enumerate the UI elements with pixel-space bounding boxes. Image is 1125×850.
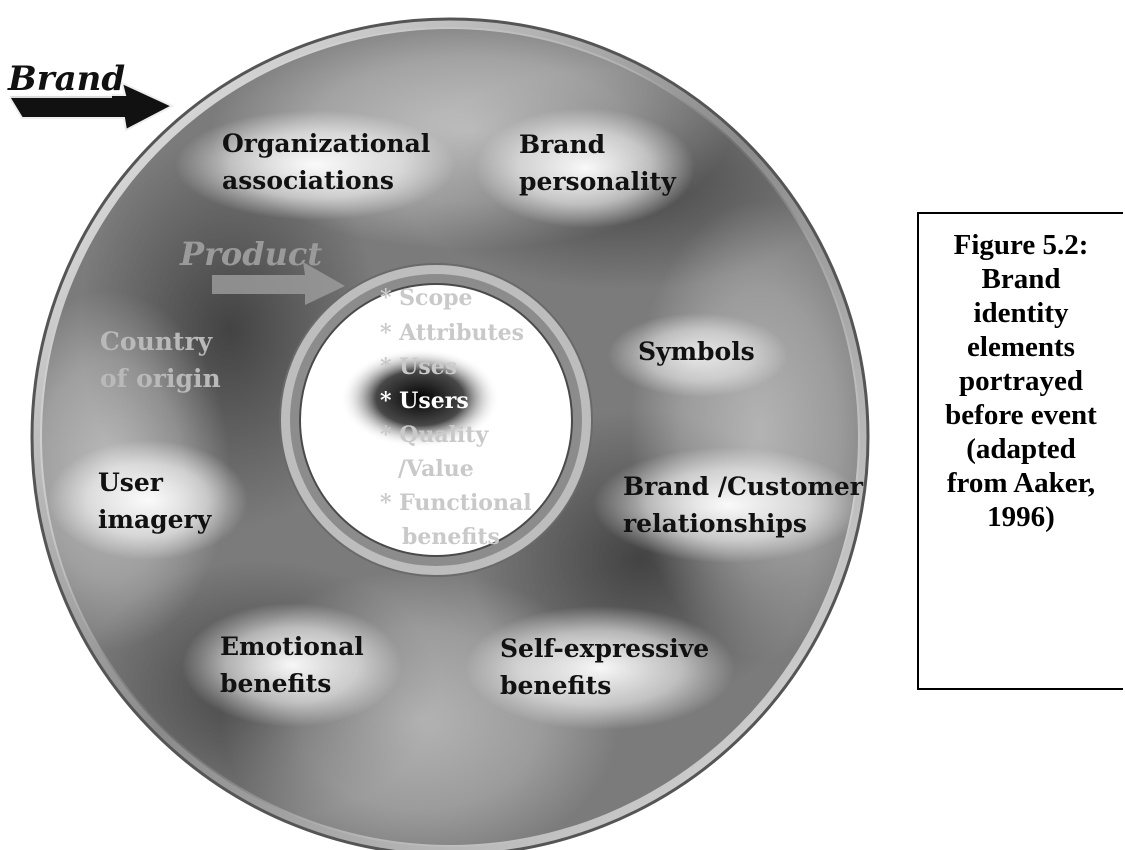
core-item: /Value <box>398 456 474 482</box>
core-item-highlight: * Users <box>380 388 469 414</box>
brand-arrow-label: Brand <box>7 59 125 99</box>
brand-identity-diagram: Brand Product Organizational association… <box>4 17 872 850</box>
label-organizational-associations: Organizational associations <box>222 129 439 195</box>
product-arrow-label: Product <box>179 235 322 273</box>
core-item: benefits <box>402 524 500 550</box>
core-item-list: * Scope * Attributes * Uses * Users * Qu… <box>380 285 539 550</box>
core-item: * Functional <box>380 490 532 516</box>
label-country-of-origin: Country of origin <box>100 327 221 393</box>
core-item: * Quality <box>380 422 489 448</box>
core-item: * Uses <box>380 354 457 380</box>
label-brand-customer-relationships: Brand /Customer relationships <box>623 472 872 538</box>
label-symbols: Symbols <box>638 337 755 366</box>
outer-ring <box>30 17 870 850</box>
figure-caption: Figure 5.2: Brand identity elements port… <box>945 229 1097 533</box>
core-item: * Scope <box>380 285 473 311</box>
label-user-imagery: User imagery <box>98 468 213 534</box>
brand-arrow: Brand <box>4 59 175 132</box>
core-item: * Attributes <box>380 320 524 346</box>
inner-core <box>279 263 593 577</box>
product-arrow: Product <box>179 235 345 305</box>
label-self-expressive-benefits: Self-expressive benefits <box>500 634 718 700</box>
label-brand-personality: Brand personality <box>519 130 677 196</box>
label-emotional-benefits: Emotional benefits <box>220 632 373 698</box>
figure-caption-box: Figure 5.2: Brand identity elements port… <box>917 212 1123 690</box>
